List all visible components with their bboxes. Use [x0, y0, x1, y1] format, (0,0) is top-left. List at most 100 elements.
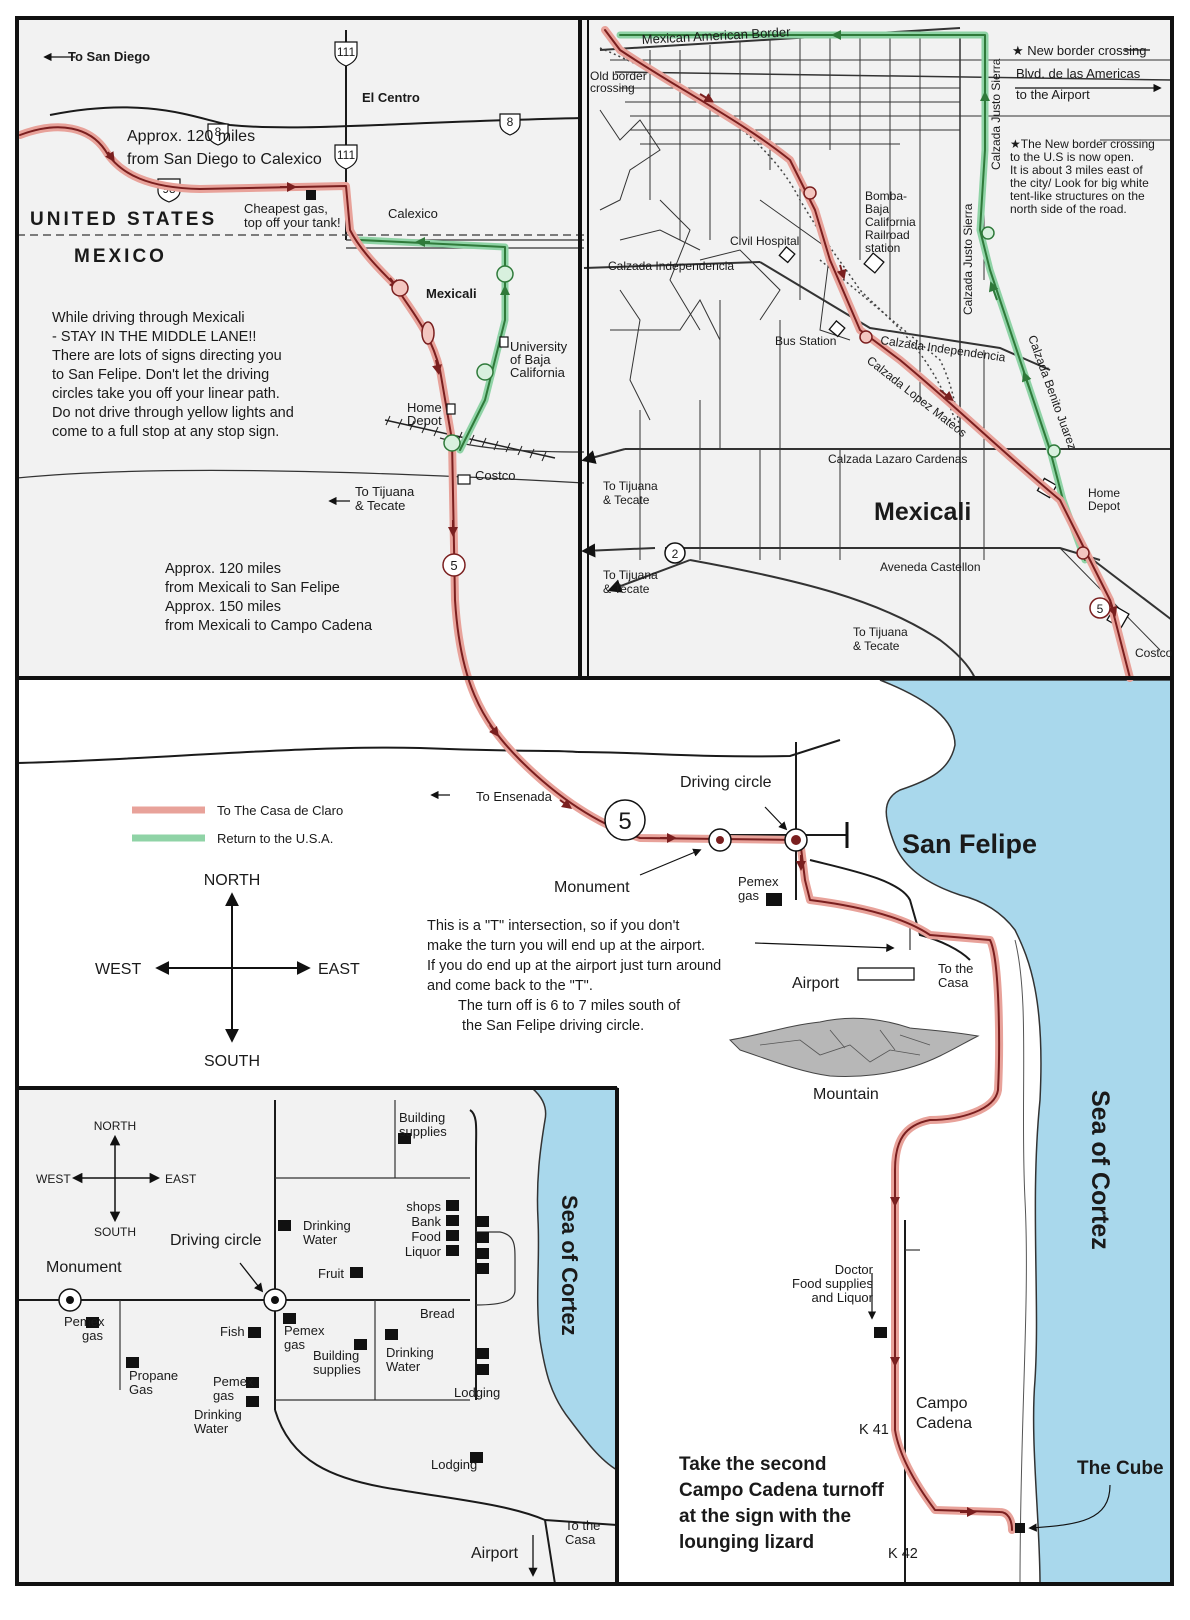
- svg-text:Costco: Costco: [1135, 646, 1173, 660]
- svg-text:Calexico: Calexico: [388, 206, 438, 221]
- svg-text:gas: gas: [738, 888, 759, 903]
- svg-text:There are lots of signs direct: There are lots of signs directing you: [52, 348, 282, 364]
- svg-text:Home: Home: [1088, 486, 1120, 500]
- svg-text:111: 111: [337, 148, 356, 162]
- svg-text:Water: Water: [303, 1232, 338, 1247]
- svg-text:from Mexicali to Campo Cadena: from Mexicali to Campo Cadena: [165, 618, 373, 634]
- svg-text:Calzada Lazaro Cardenas: Calzada Lazaro Cardenas: [828, 452, 967, 466]
- san-felipe-label: San Felipe: [902, 829, 1037, 859]
- inset-sea-label: Sea of Cortez: [557, 1195, 582, 1336]
- svg-text:& Tecate: & Tecate: [853, 639, 900, 653]
- svg-text:Approx. 120 miles: Approx. 120 miles: [127, 128, 255, 145]
- svg-text:Bank: Bank: [411, 1214, 441, 1229]
- svg-text:EAST: EAST: [318, 961, 360, 978]
- svg-text:Bomba-: Bomba-: [865, 189, 907, 203]
- driving-circle-icon: [58, 186, 1090, 1312]
- svg-text:Pemex: Pemex: [284, 1323, 325, 1338]
- svg-text:gas: gas: [82, 1328, 103, 1343]
- svg-text:Costco: Costco: [475, 468, 515, 483]
- svg-text:Airport: Airport: [471, 1545, 519, 1562]
- svg-text:to San Felipe. Don't let the d: to San Felipe. Don't let the driving: [52, 367, 269, 383]
- svg-text:SOUTH: SOUTH: [204, 1053, 260, 1070]
- to-san-diego-label: To San Diego: [68, 49, 150, 64]
- svg-text:Campo: Campo: [916, 1395, 968, 1412]
- svg-text:to the Airport: to the Airport: [1016, 87, 1090, 102]
- svg-text:Lodging: Lodging: [431, 1457, 477, 1472]
- svg-text:Home: Home: [407, 400, 442, 415]
- inset-markers: [86, 1133, 489, 1463]
- svg-text:5: 5: [1097, 602, 1104, 616]
- svg-text:at the sign with the: at the sign with the: [679, 1506, 851, 1527]
- highway-shield-icon: 5 5 2 5: [442, 542, 1111, 841]
- svg-text:Calzada Justo Sierra: Calzada Justo Sierra: [989, 58, 1003, 170]
- svg-text:EAST: EAST: [165, 1172, 197, 1186]
- svg-text:Return to the U.S.A.: Return to the U.S.A.: [217, 831, 333, 846]
- svg-text:supplies: supplies: [399, 1124, 447, 1139]
- svg-text:Calzada Independencia: Calzada Independencia: [608, 259, 734, 273]
- svg-text:WEST: WEST: [36, 1172, 71, 1186]
- svg-text:To Ensenada: To Ensenada: [476, 789, 553, 804]
- svg-text:the city/ Look for big white: the city/ Look for big white: [1010, 176, 1149, 190]
- monument-label: Monument: [554, 879, 630, 896]
- university-marker: [499, 336, 509, 348]
- svg-text:To Tijuana: To Tijuana: [853, 625, 908, 639]
- svg-text:Calzada Justo Sierra: Calzada Justo Sierra: [961, 203, 975, 315]
- svg-text:tent-like structures on the: tent-like structures on the: [1010, 189, 1145, 203]
- svg-text:NORTH: NORTH: [94, 1119, 136, 1133]
- svg-text:K 41: K 41: [859, 1422, 889, 1438]
- svg-text:It is about 3 miles east of: It is about 3 miles east of: [1010, 163, 1143, 177]
- arrow-icon: [43, 49, 1162, 1532]
- svg-text:supplies: supplies: [313, 1362, 361, 1377]
- svg-text:★The New border crossing: ★The New border crossing: [1010, 137, 1155, 151]
- svg-text:To The Casa de Claro: To The Casa de Claro: [217, 803, 343, 818]
- svg-text:to the U.S is now open.: to the U.S is now open.: [1010, 150, 1134, 164]
- svg-text:Food supplies: Food supplies: [792, 1276, 873, 1291]
- svg-text:Water: Water: [386, 1359, 421, 1374]
- svg-text:Drinking: Drinking: [303, 1218, 351, 1233]
- pemex-marker: [766, 893, 782, 906]
- svg-text:Depot: Depot: [407, 413, 442, 428]
- map-frame: [15, 16, 1174, 1586]
- svg-text:While driving through Mexicali: While driving through Mexicali: [52, 310, 245, 326]
- svg-text:Gas: Gas: [129, 1382, 153, 1397]
- svg-text:Depot: Depot: [1088, 499, 1121, 513]
- return-route: [356, 30, 1089, 564]
- svg-text:K 42: K 42: [888, 1546, 918, 1562]
- svg-text:gas: gas: [213, 1388, 234, 1403]
- svg-text:Pemex: Pemex: [213, 1374, 254, 1389]
- san-felipe-roads: [16, 739, 971, 1584]
- svg-text:Civil Hospital: Civil Hospital: [730, 234, 799, 248]
- svg-text:Blvd. de las Americas: Blvd. de las Americas: [1016, 66, 1141, 81]
- svg-text:Building: Building: [313, 1348, 359, 1363]
- svg-text:shops: shops: [406, 1199, 441, 1214]
- svg-text:Cheapest gas,: Cheapest gas,: [244, 201, 328, 216]
- cube-marker: [1015, 1523, 1025, 1533]
- svg-text:- STAY IN THE MIDDLE LANE!!: - STAY IN THE MIDDLE LANE!!: [52, 329, 256, 345]
- svg-text:make the turn you will end up: make the turn you will end up at the air…: [427, 938, 705, 954]
- svg-text:California: California: [865, 215, 916, 229]
- svg-text:Pemex: Pemex: [64, 1314, 105, 1329]
- svg-text:crossing: crossing: [590, 81, 635, 95]
- svg-text:and Liquor: and Liquor: [812, 1290, 874, 1305]
- svg-text:Bus Station: Bus Station: [775, 334, 836, 348]
- svg-text:Drinking: Drinking: [194, 1407, 242, 1422]
- inset-roads: [17, 1100, 618, 1585]
- svg-text:Old border: Old border: [590, 69, 647, 83]
- airport-label: Airport: [792, 975, 840, 992]
- svg-text:NORTH: NORTH: [204, 872, 261, 889]
- sea-of-cortez-label: Sea of Cortez: [1086, 1090, 1114, 1250]
- doctor-marker: [874, 1327, 887, 1338]
- svg-text:station: station: [865, 241, 900, 255]
- svg-text:111: 111: [337, 45, 356, 59]
- svg-text:Mexicali: Mexicali: [426, 286, 477, 301]
- svg-text:& Tecate: & Tecate: [603, 582, 650, 596]
- svg-text:Monument: Monument: [46, 1259, 122, 1276]
- svg-text:Casa: Casa: [565, 1532, 596, 1547]
- svg-text:If you do end up at the airpor: If you do end up at the airport just tur…: [427, 958, 721, 974]
- svg-text:The turn off is 6 to 7 miles s: The turn off is 6 to 7 miles south of: [458, 998, 681, 1014]
- svg-text:Cadena: Cadena: [916, 1415, 972, 1432]
- svg-text:lounging lizard: lounging lizard: [679, 1532, 814, 1553]
- svg-text:To Tijuana: To Tijuana: [603, 479, 658, 493]
- svg-text:5: 5: [618, 808, 631, 835]
- san-felipe-labels: To Ensenada To The Casa de Claro Return …: [95, 774, 1164, 1562]
